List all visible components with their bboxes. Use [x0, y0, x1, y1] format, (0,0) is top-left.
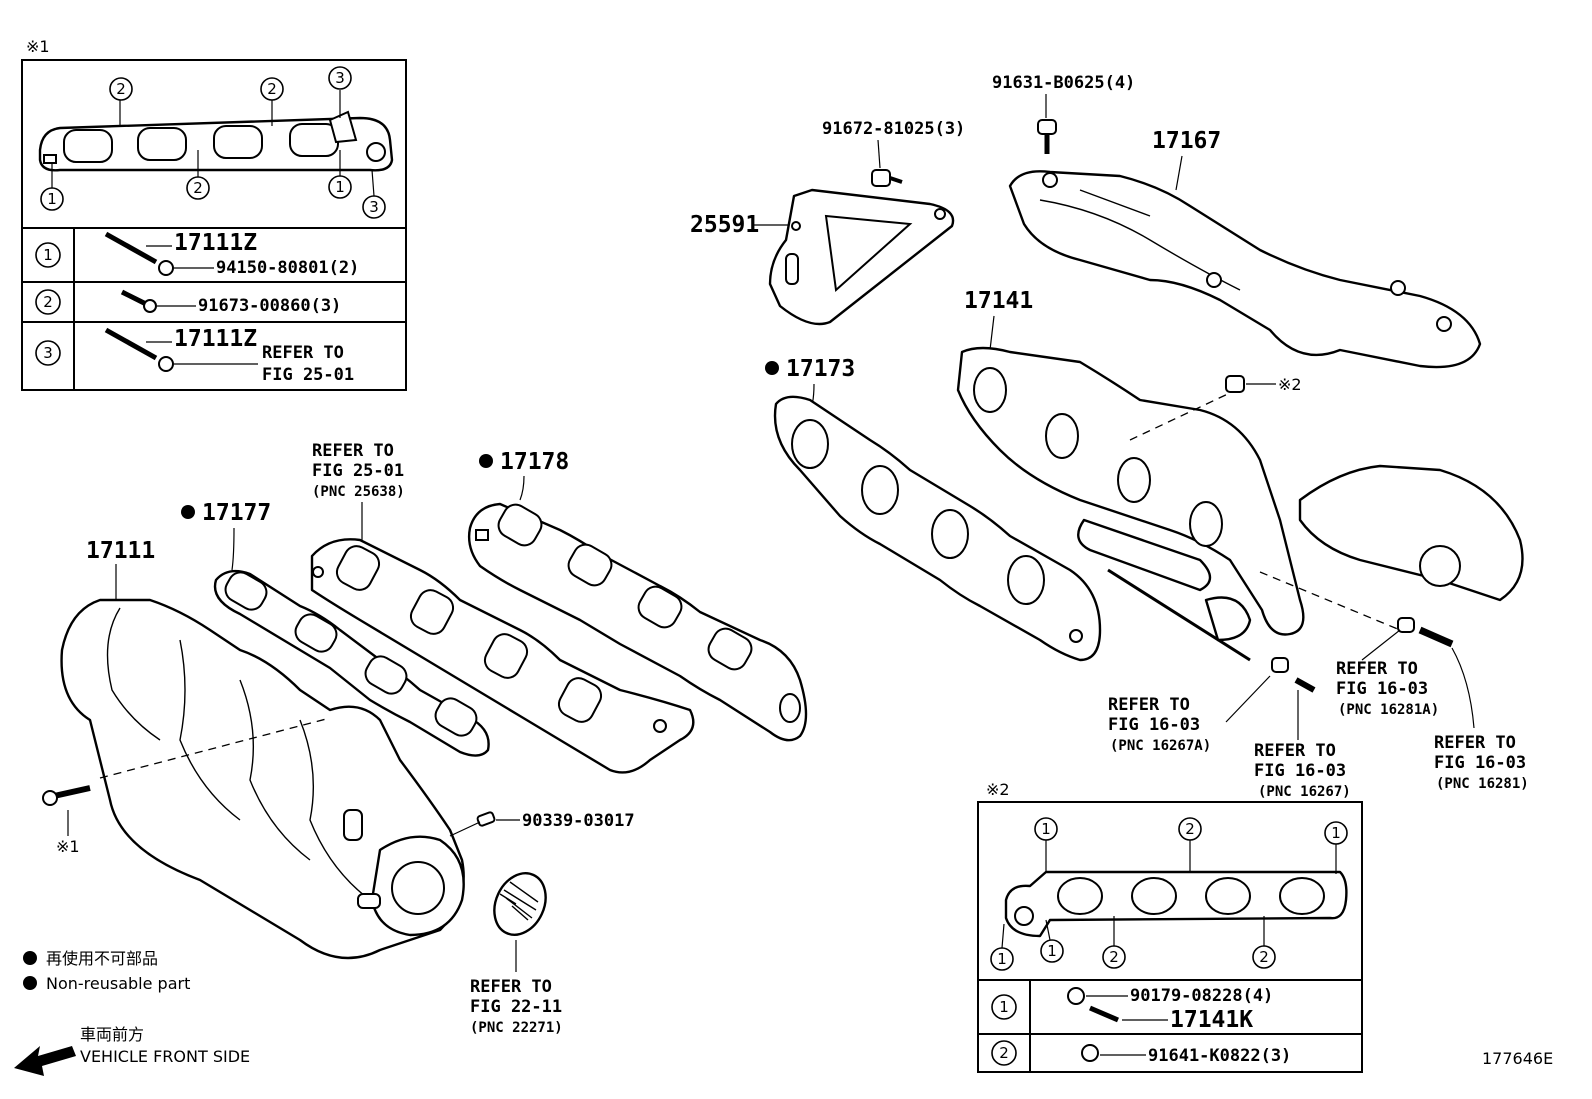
inset-2-row1-part-a: 90179-08228(4) — [1130, 986, 1273, 1006]
inset-1-mark: ※1 — [26, 37, 50, 56]
inset-1-row1-part-b: 94150-80801(2) — [216, 258, 359, 278]
mark-1-label: ※1 — [56, 837, 80, 856]
label-25591: 25591 — [690, 212, 759, 238]
svg-text:1: 1 — [335, 178, 345, 196]
svg-text:1: 1 — [47, 190, 57, 208]
inset-2-row1-num: 1 — [999, 998, 1009, 1016]
inset-2-mark: ※2 — [986, 780, 1010, 799]
ref-25-01-line3: (PNC 25638) — [312, 484, 405, 500]
label-17141: 17141 — [964, 288, 1033, 314]
ref-16281a-line1: REFER TO — [1336, 659, 1418, 679]
svg-text:2: 2 — [1109, 948, 1119, 966]
inset-2-row2-part: 91641-K0822(3) — [1148, 1046, 1291, 1066]
front-arrow-icon — [14, 1046, 76, 1076]
ref-25-01-line2: FIG 25-01 — [312, 461, 404, 481]
svg-text:2: 2 — [267, 80, 277, 98]
svg-text:2: 2 — [193, 179, 203, 197]
inset-1-row1-part-a: 17111Z — [174, 230, 257, 256]
gasket-17177: 17177 — [181, 500, 490, 757]
ref-16267-line2: FIG 16-03 — [1254, 761, 1346, 781]
ref-16281a-line3: (PNC 16281A) — [1338, 702, 1439, 718]
svg-text:3: 3 — [335, 69, 345, 87]
bolt-90339-03017: 90339-03017 — [449, 811, 635, 837]
label-17173: 17173 — [786, 356, 855, 382]
front-en: VEHICLE FRONT SIDE — [80, 1047, 250, 1066]
ref-22-11-line1: REFER TO — [470, 977, 552, 997]
svg-text:3: 3 — [369, 198, 379, 216]
svg-text:1: 1 — [997, 950, 1007, 968]
ref-16267-line3: (PNC 16267) — [1258, 784, 1351, 800]
label-91672: 91672-81025(3) — [822, 119, 965, 139]
inset-1-row2-num: 2 — [43, 293, 53, 311]
svg-text:2: 2 — [1259, 948, 1269, 966]
ref-22-11-line3: (PNC 22271) — [470, 1020, 563, 1036]
svg-text:2: 2 — [116, 80, 126, 98]
bracket-25591: 25591 — [690, 188, 955, 326]
bolt-91672: 91672-81025(3) — [822, 119, 965, 187]
throttle-gasket-mesh: REFER TO FIG 22-11 (PNC 22271) — [470, 872, 563, 1036]
ref-16267-line1: REFER TO — [1254, 741, 1336, 761]
svg-text:2: 2 — [1185, 820, 1195, 838]
sensor-16281: REFER TO FIG 16-03 (PNC 16281A) REFER TO… — [1336, 617, 1529, 792]
insulator-25638: REFER TO FIG 25-01 (PNC 25638) — [310, 441, 695, 774]
label-17178: 17178 — [500, 449, 569, 475]
ref-16281-line3: (PNC 16281) — [1436, 776, 1529, 792]
gasket-17173: 17173 — [765, 356, 1102, 662]
ref-25-01-line1: REFER TO — [312, 441, 394, 461]
diagram-id: 177646E — [1482, 1049, 1553, 1068]
inset-1-row3-ref-line2: FIG 25-01 — [262, 365, 354, 385]
inset-1-row3-num: 3 — [43, 344, 53, 362]
legend: 再使用不可部品 Non-reusable part — [23, 949, 190, 993]
ref-16281-line1: REFER TO — [1434, 733, 1516, 753]
label-17177: 17177 — [202, 500, 271, 526]
legend-jp: 再使用不可部品 — [46, 949, 158, 968]
intake-manifold-17111: 17111 ※1 — [42, 538, 465, 960]
inset-1-row3-ref-line1: REFER TO — [262, 343, 344, 363]
gasket-17178: 17178 — [467, 449, 808, 742]
inset-1: ※1 2 2 3 2 1 3 1 — [21, 37, 407, 391]
ref-16267a-line3: (PNC 16267A) — [1110, 738, 1211, 754]
label-17111: 17111 — [86, 538, 155, 564]
mark-2-label: ※2 — [1278, 375, 1302, 394]
label-91631: 91631-B0625(4) — [992, 73, 1135, 93]
inset-2-row2-num: 2 — [999, 1044, 1009, 1062]
ref-16281-line2: FIG 16-03 — [1434, 753, 1526, 773]
inset-2-frame — [977, 801, 1363, 1073]
heat-insulator-17167: 17167 — [1008, 128, 1482, 369]
vehicle-front-indicator: 車両前方 VEHICLE FRONT SIDE — [14, 1025, 250, 1076]
front-jp: 車両前方 — [80, 1025, 144, 1044]
label-90339: 90339-03017 — [522, 811, 635, 831]
non-reusable-dot — [181, 505, 195, 519]
ref-22-11-line2: FIG 22-11 — [470, 997, 562, 1017]
sensor-16267: REFER TO FIG 16-03 (PNC 16267A) REFER TO… — [1108, 657, 1351, 800]
svg-text:1: 1 — [1331, 824, 1341, 842]
inset-2-row1-part-b: 17141K — [1170, 1007, 1253, 1033]
svg-text:1: 1 — [1047, 942, 1057, 960]
ref-16281a-line2: FIG 16-03 — [1336, 679, 1428, 699]
exhaust-manifold-17141: 17141 ※2 — [956, 288, 1524, 662]
ref-16267a-line2: FIG 16-03 — [1108, 715, 1200, 735]
ref-16267a-line1: REFER TO — [1108, 695, 1190, 715]
inset-1-row1-num: 1 — [43, 246, 53, 264]
inset-1-row3-part: 17111Z — [174, 326, 257, 352]
bolt-91631: 91631-B0625(4) — [992, 73, 1135, 154]
label-17167: 17167 — [1152, 128, 1221, 154]
inset-1-frame — [21, 59, 407, 391]
legend-en: Non-reusable part — [46, 974, 190, 993]
inset-1-callouts: 2 2 3 2 1 3 1 — [40, 66, 386, 219]
inset-2: ※2 1 2 1 1 1 2 2 1 90179-08228(4) — [977, 780, 1363, 1073]
inset-1-row2-part: 91673-00860(3) — [198, 296, 341, 316]
svg-text:1: 1 — [1041, 820, 1051, 838]
